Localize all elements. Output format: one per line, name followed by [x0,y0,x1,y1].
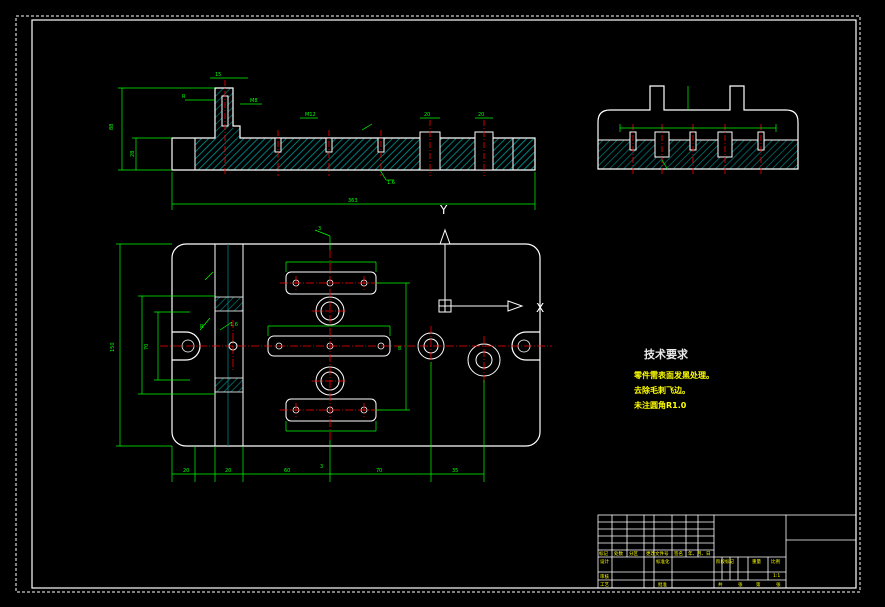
tb-sheet-1: 张 [738,581,743,588]
tb-number: 第 [756,581,761,588]
svg-text:1.6: 1.6 [387,180,395,186]
tb-design: 设计 [600,558,609,565]
tb-process: 工艺 [600,582,609,588]
tb-scale-label: 比例 [771,558,780,565]
svg-text:M12: M12 [305,112,316,118]
svg-text:35: 35 [452,468,458,474]
tech-note-3: 未注圆角R1.0 [633,400,687,410]
svg-text:20: 20 [424,112,430,118]
tb-col-mark: 标记 [599,550,608,557]
svg-text:150: 150 [110,342,116,352]
svg-text:3: 3 [318,226,321,232]
svg-text:8: 8 [398,346,401,352]
svg-text:1.6: 1.6 [230,322,238,328]
side-section-view [597,85,799,174]
svg-text:88: 88 [109,124,115,130]
tb-stage-mark: 阶段标记 [716,558,734,565]
tech-requirements-title: 技术要求 [644,347,689,361]
svg-text:70: 70 [144,344,150,350]
svg-text:363: 363 [348,198,358,204]
tb-col-change-doc: 更改文件号 [646,550,669,557]
svg-text:20: 20 [478,112,484,118]
tb-approve: 批准 [658,581,667,588]
axis-label-y: Y [439,203,448,217]
svg-text:60: 60 [284,468,290,474]
tech-note-2: 去除毛刺飞边。 [634,385,690,395]
title-block-text: 标记 处数 分区 更改文件号 签名 年、月、日 设计 标准化 阶段标记 重量 比… [599,550,781,588]
svg-text:15: 15 [215,72,221,78]
svg-text:28: 28 [130,151,136,157]
svg-text:70: 70 [376,468,382,474]
tech-note-1: 零件需表面发黑处理。 [633,370,714,380]
title-block [597,514,857,589]
front-section-view: 88 28 363 15 R M8 M12 20 20 1.6 [109,72,536,210]
svg-text:R: R [182,94,186,100]
tb-col-zone: 分区 [629,550,638,557]
svg-text:3: 3 [320,464,323,470]
tb-sheet-2: 张 [776,581,781,588]
top-plan-view: 150 70 20 20 60 70 35 3 3 8 R 1.6 [110,226,552,482]
svg-text:20: 20 [225,468,231,474]
svg-text:R: R [200,324,204,330]
tb-col-count: 处数 [614,550,623,557]
sheet-border [15,15,861,593]
tb-col-signature: 签名 [674,550,683,557]
axis-label-x: X [536,301,544,315]
tb-review: 审核 [600,573,609,580]
tb-scale-value: 1:1 [773,573,780,579]
tb-weight: 重量 [752,558,761,565]
svg-text:M8: M8 [250,98,258,104]
ucs-axis-icon [438,228,524,313]
svg-text:20: 20 [183,468,189,474]
tb-col-date: 年、月、日 [688,550,711,557]
tb-standardization: 标准化 [656,558,670,565]
tb-total: 共 [718,581,723,588]
